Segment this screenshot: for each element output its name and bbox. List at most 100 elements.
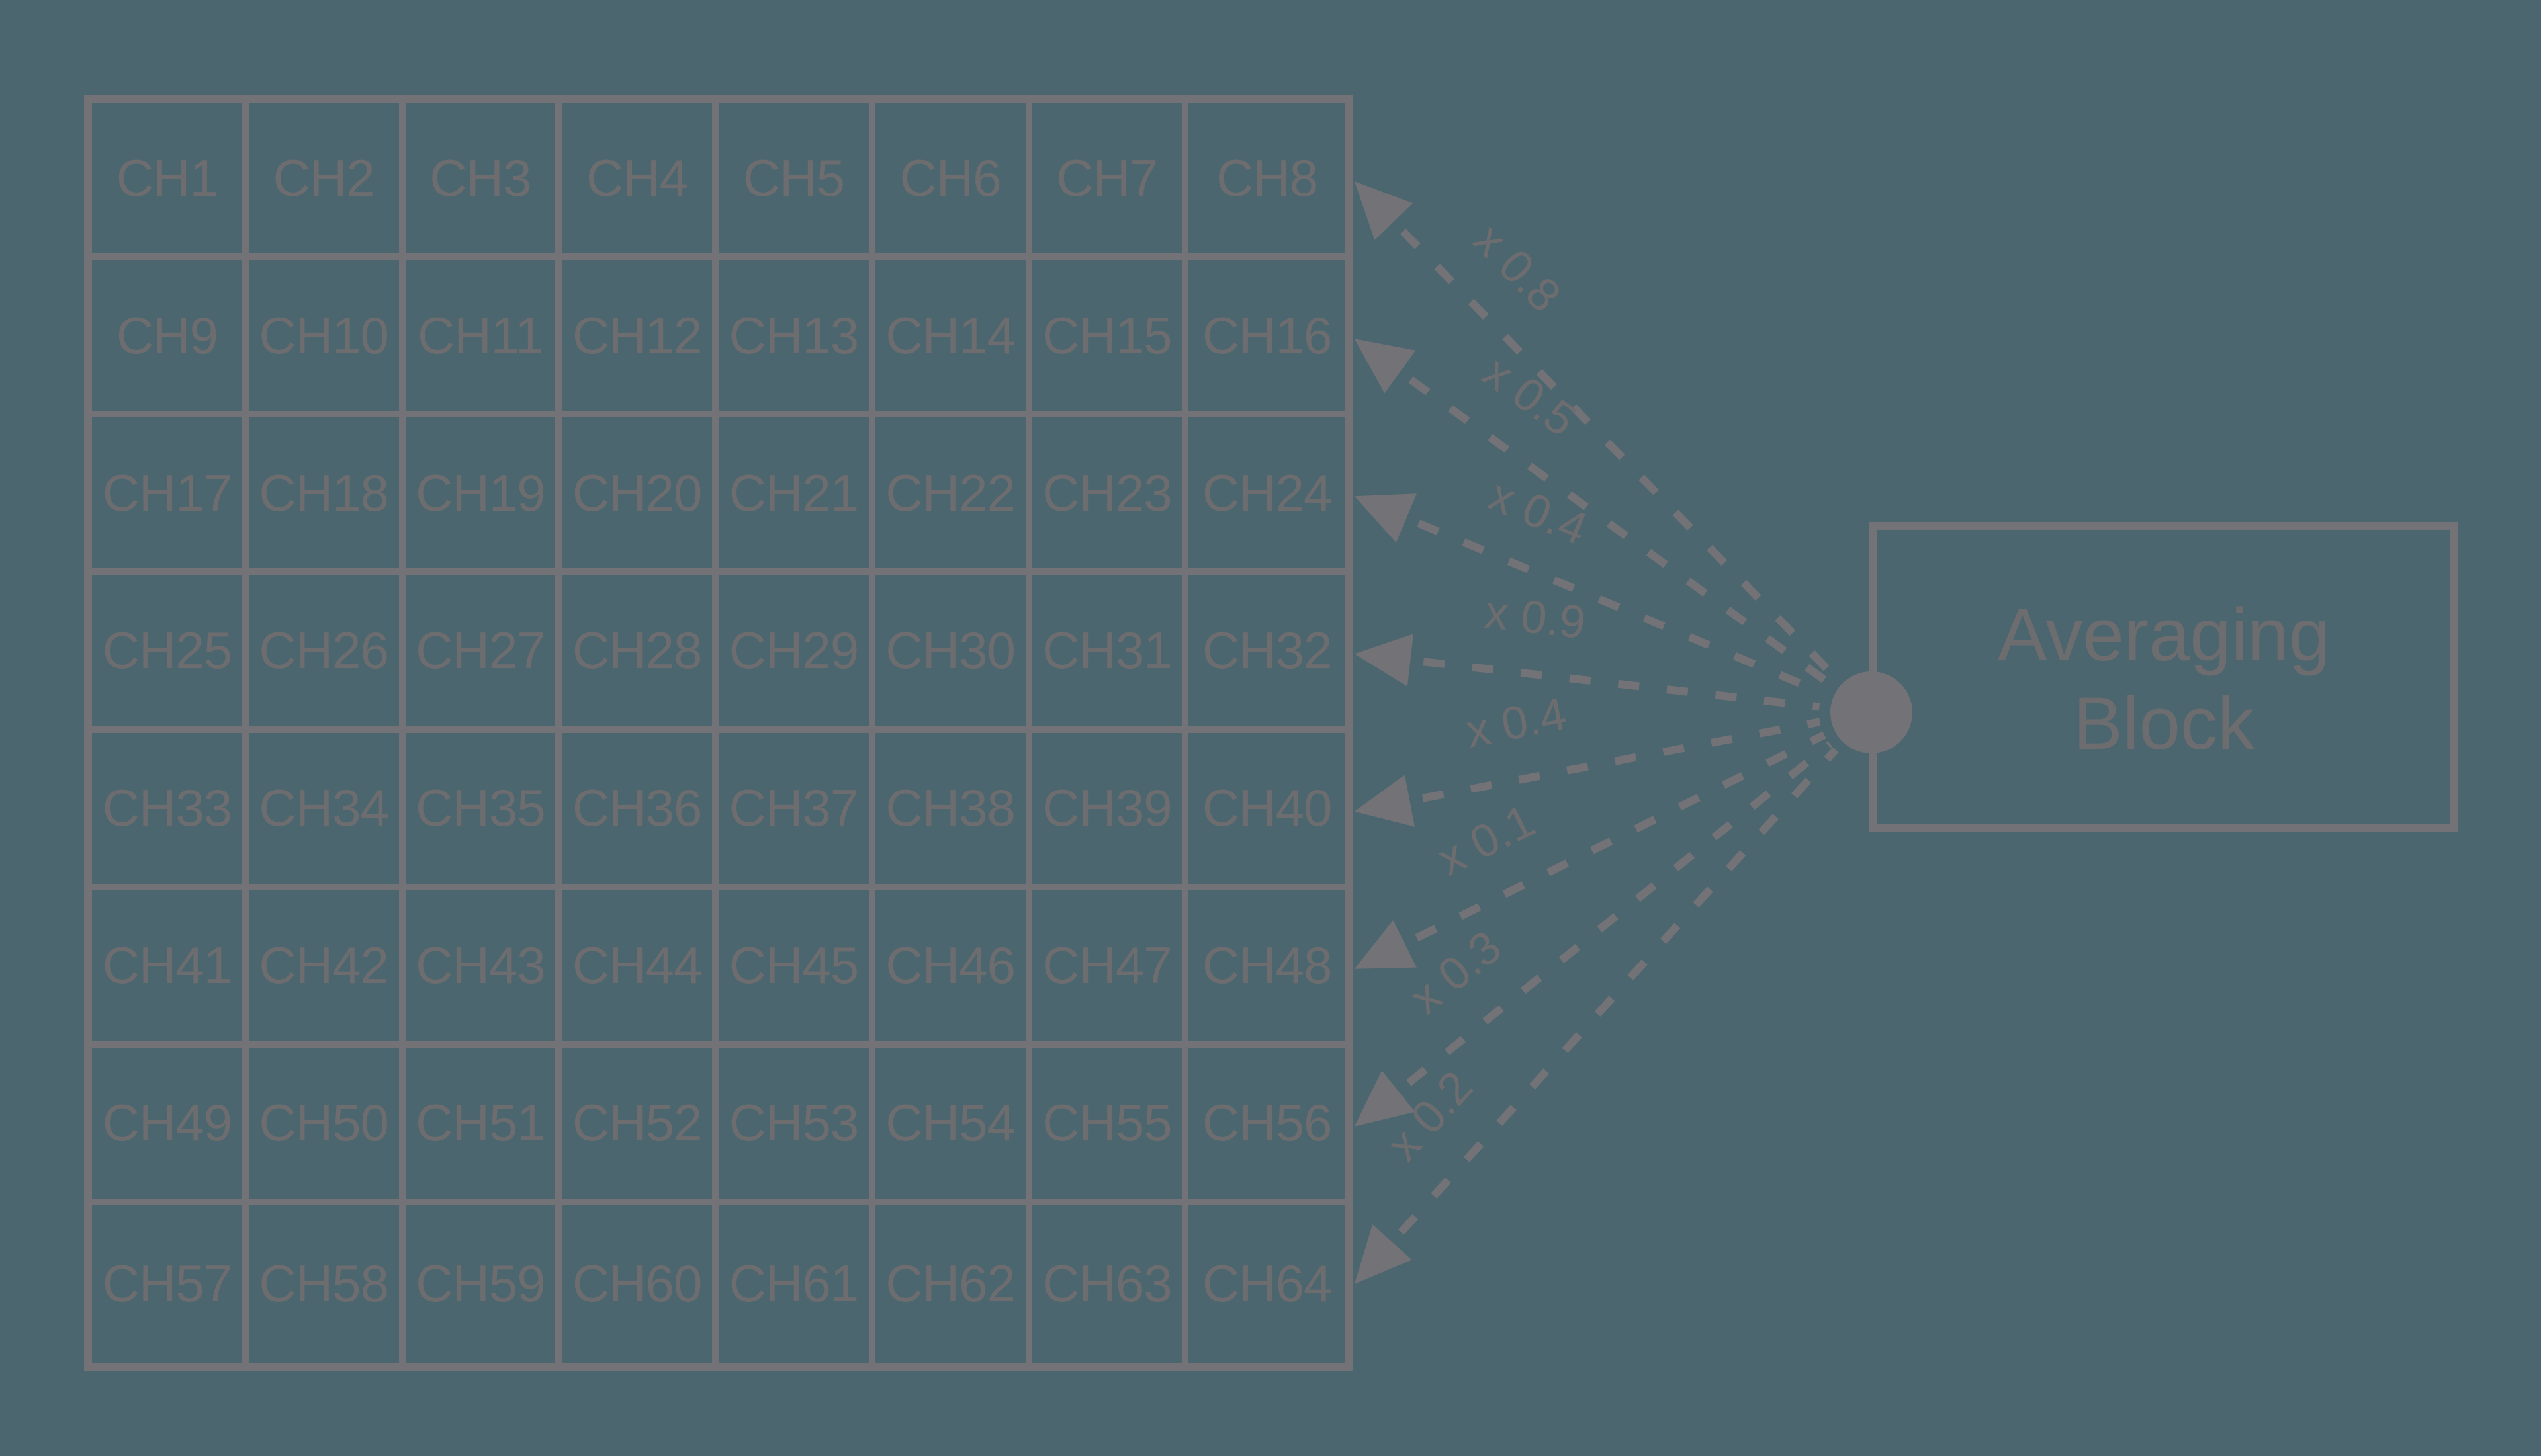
channel-cell-ch62: CH62 [875,1205,1032,1363]
channel-label: CH56 [1202,1093,1332,1152]
channel-label: CH21 [729,463,859,522]
channel-label: CH40 [1202,779,1332,837]
channel-label: CH28 [572,621,702,679]
channel-label: CH52 [572,1093,702,1152]
dashed-connector [1423,658,1820,711]
channel-label: CH51 [416,1093,545,1152]
channel-cell-ch41: CH41 [92,890,249,1048]
channel-label: CH64 [1202,1254,1332,1313]
arrowhead-icon [1355,775,1415,827]
channel-cell-ch2: CH2 [248,103,406,261]
channel-cell-ch57: CH57 [92,1205,249,1363]
averaging-block-label-line2: Block [2073,682,2255,765]
channel-label: CH35 [416,779,545,837]
channel-cell-ch47: CH47 [1032,890,1189,1048]
channel-label: CH18 [259,463,388,522]
channel-label: CH37 [729,779,859,837]
channel-cell-ch51: CH51 [405,1047,562,1205]
channel-cell-ch35: CH35 [405,732,562,890]
weight-arrow-row5: x 0.4 [1355,687,1821,827]
channel-label: CH30 [885,621,1015,679]
channel-label: CH9 [116,306,218,364]
channel-cell-ch39: CH39 [1032,732,1189,890]
channel-cell-ch49: CH49 [92,1047,249,1205]
channel-cell-ch58: CH58 [249,1205,406,1363]
arrowhead-icon [1355,920,1417,969]
channel-cell-ch3: CH3 [405,103,562,261]
weight-label: x 0.9 [1482,586,1588,649]
channel-cell-ch28: CH28 [562,575,719,733]
channel-label: CH60 [572,1254,702,1313]
averaging-block-box [1869,522,2458,832]
dashed-connector [1406,740,1833,1086]
channel-label: CH11 [418,306,544,364]
channel-label: CH54 [885,1093,1015,1152]
channel-cell-ch48: CH48 [1188,890,1345,1048]
channel-label: CH50 [259,1093,388,1152]
channel-cell-ch26: CH26 [248,575,406,733]
channel-cell-ch25: CH25 [92,575,249,733]
channel-label: CH58 [259,1254,388,1313]
channel-label: CH4 [586,148,688,207]
channel-label: CH46 [885,936,1015,995]
channel-label: CH34 [259,779,388,837]
dashed-connector [1408,376,1832,687]
channel-cell-ch59: CH59 [406,1205,562,1363]
channel-cell-ch24: CH24 [1188,417,1345,576]
weight-label: x 0.4 [1482,468,1595,555]
channel-label: CH57 [102,1254,232,1313]
arrowhead-icon [1355,493,1417,543]
channel-cell-ch32: CH32 [1188,575,1345,733]
channel-cell-ch18: CH18 [248,417,406,576]
channel-cell-ch19: CH19 [405,417,562,576]
channel-cell-ch52: CH52 [562,1047,719,1205]
channel-label: CH55 [1042,1093,1172,1152]
channel-cell-ch44: CH44 [562,890,719,1048]
channel-label: CH59 [416,1254,545,1313]
channel-cell-ch14: CH14 [875,260,1032,418]
channel-cell-ch61: CH61 [719,1205,875,1363]
channel-label: CH41 [102,936,232,995]
channel-label: CH25 [102,621,232,679]
channel-label: CH63 [1042,1254,1172,1313]
channel-cell-ch46: CH46 [875,890,1032,1048]
channel-cell-ch50: CH50 [248,1047,406,1205]
weight-label: x 0.5 [1474,345,1586,446]
channel-label: CH27 [416,621,545,679]
channel-label: CH23 [1042,463,1172,522]
channel-cell-ch20: CH20 [562,417,719,576]
channel-label: CH33 [102,779,232,837]
channel-cell-ch42: CH42 [248,890,406,1048]
channel-label: CH38 [885,779,1015,837]
channel-label: CH43 [416,936,545,995]
channel-label: CH48 [1202,936,1332,995]
channel-label: CH6 [899,148,1002,207]
channel-label: CH5 [742,148,845,207]
channel-label: CH22 [885,463,1015,522]
weight-label: x 0.4 [1462,687,1570,757]
channel-cell-ch9: CH9 [92,260,249,418]
channel-label: CH29 [729,621,859,679]
channel-cell-ch5: CH5 [719,103,875,261]
channel-label: CH3 [429,148,531,207]
arrowhead-icon [1355,1224,1412,1284]
channel-cell-ch33: CH33 [92,732,249,890]
channel-cell-ch45: CH45 [719,890,875,1048]
channel-label: CH8 [1216,148,1318,207]
channel-cell-ch40: CH40 [1188,733,1345,890]
dashed-connector [1400,228,1838,679]
channel-cell-ch15: CH15 [1032,260,1189,418]
channel-label: CH42 [259,936,388,995]
channel-label: CH39 [1042,779,1172,837]
channel-cell-ch63: CH63 [1032,1205,1189,1363]
channel-cell-ch6: CH6 [875,103,1032,261]
arrowhead-icon [1355,634,1413,687]
channel-cell-ch56: CH56 [1188,1048,1345,1205]
channel-cell-ch60: CH60 [562,1205,719,1363]
channel-cell-ch12: CH12 [562,260,719,418]
channel-label: CH26 [259,621,388,679]
channel-label: CH45 [729,936,859,995]
channel-cell-ch64: CH64 [1188,1205,1345,1363]
weight-arrow-row6: x 0.1 [1355,731,1826,969]
